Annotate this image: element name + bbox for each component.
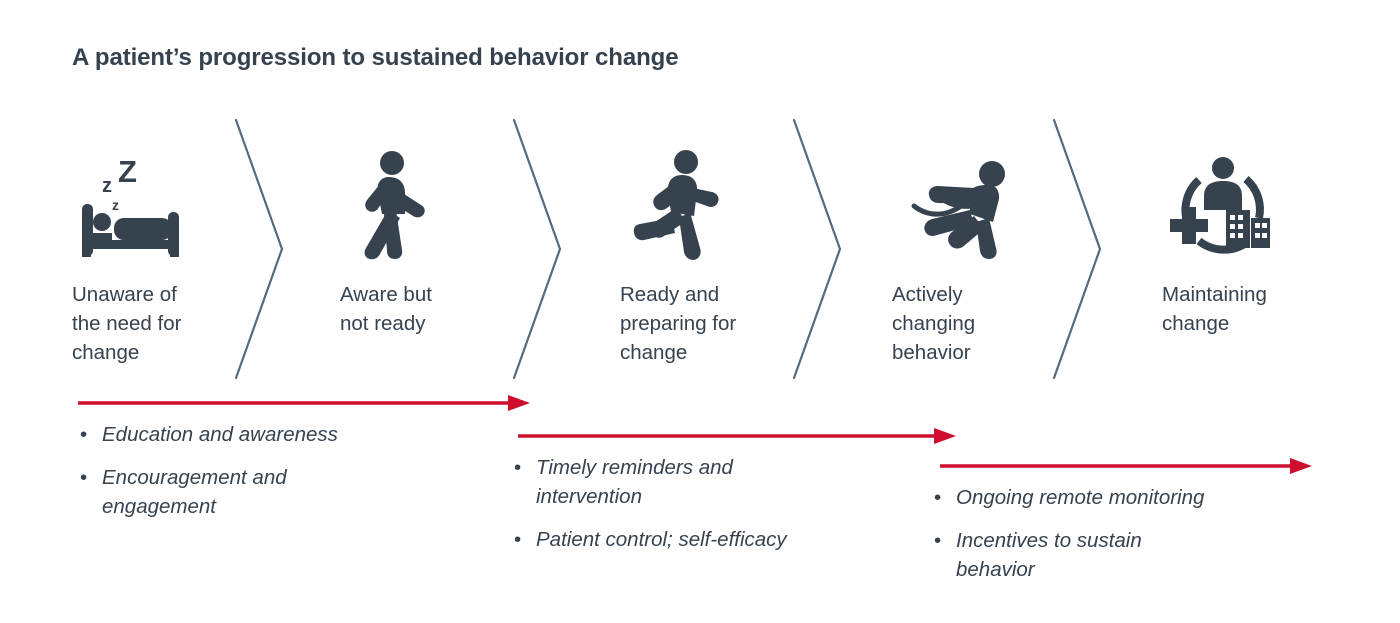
stage-icon-wrapper <box>620 140 810 260</box>
intervention-arrow-3 <box>940 457 1312 475</box>
stage-icon-wrapper <box>1162 140 1352 260</box>
red-arrow-right-icon <box>518 428 956 444</box>
stage-label: Ready and preparing for change <box>620 283 737 364</box>
person-running-icon <box>633 150 719 260</box>
stage-label: Actively changing behavior <box>892 283 976 364</box>
red-arrow-right-icon <box>78 395 530 411</box>
stage-maintaining-change: Maintaining change <box>1162 140 1352 338</box>
person-sleeping-in-bed-icon: Z z z <box>82 154 179 257</box>
stage-label: Maintaining change <box>1162 283 1267 335</box>
stage-actively-changing: Actively changing behavior <box>892 140 1082 367</box>
red-arrow-right-icon <box>940 458 1312 474</box>
intervention-bullets-2: Timely reminders and intervention Patien… <box>512 453 912 568</box>
intervention-arrow-2 <box>518 427 956 445</box>
stage-icon-wrapper <box>892 140 1082 260</box>
intervention-bullets-3: Ongoing remote monitoring Incentives to … <box>932 483 1312 598</box>
list-item: Incentives to sustain behavior <box>932 526 1312 584</box>
intervention-arrow-1 <box>78 394 530 412</box>
stage-icon-wrapper <box>340 140 530 260</box>
stage-unaware: Z z z <box>72 140 262 367</box>
stage-icon-wrapper: Z z z <box>72 140 262 260</box>
stage-label: Aware but not ready <box>340 283 432 335</box>
care-continuum-circle-icon <box>1170 157 1270 254</box>
list-item: Timely reminders and intervention <box>512 453 912 511</box>
list-item: Encouragement and engagement <box>78 463 498 521</box>
list-item: Ongoing remote monitoring <box>932 483 1312 512</box>
intervention-bullets-1: Education and awareness Encouragement an… <box>78 420 498 535</box>
stage-label: Unaware of the need for change <box>72 283 182 364</box>
svg-text:z: z <box>102 175 112 197</box>
person-crossing-finish-line-icon <box>911 161 1005 259</box>
list-item: Patient control; self-efficacy <box>512 525 912 554</box>
list-item: Education and awareness <box>78 420 498 449</box>
page-title: A patient’s progression to sustained beh… <box>72 44 679 71</box>
person-walking-icon <box>364 151 425 260</box>
stage-aware-not-ready: Aware but not ready <box>340 140 530 338</box>
stage-ready-preparing: Ready and preparing for change <box>620 140 810 367</box>
svg-text:z: z <box>112 197 119 213</box>
svg-text:Z: Z <box>118 154 137 189</box>
